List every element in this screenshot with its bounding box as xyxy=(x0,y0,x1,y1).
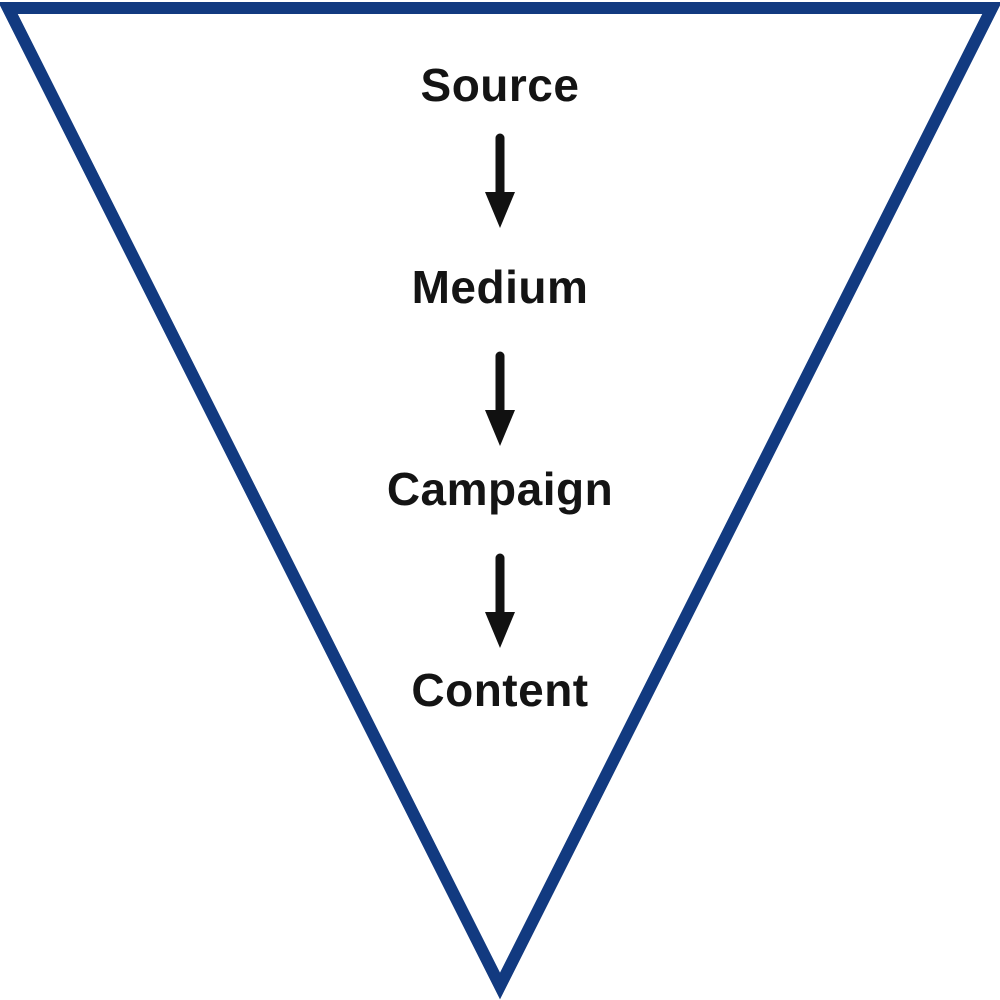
down-arrow-icon xyxy=(485,133,515,228)
down-arrow-icon xyxy=(485,553,515,648)
down-arrow-icon xyxy=(485,351,515,446)
funnel-level-content: Content xyxy=(411,664,589,716)
funnel-level-campaign: Campaign xyxy=(386,463,614,515)
funnel-level-medium: Medium xyxy=(411,261,589,313)
funnel-level-source: Source xyxy=(420,59,580,111)
